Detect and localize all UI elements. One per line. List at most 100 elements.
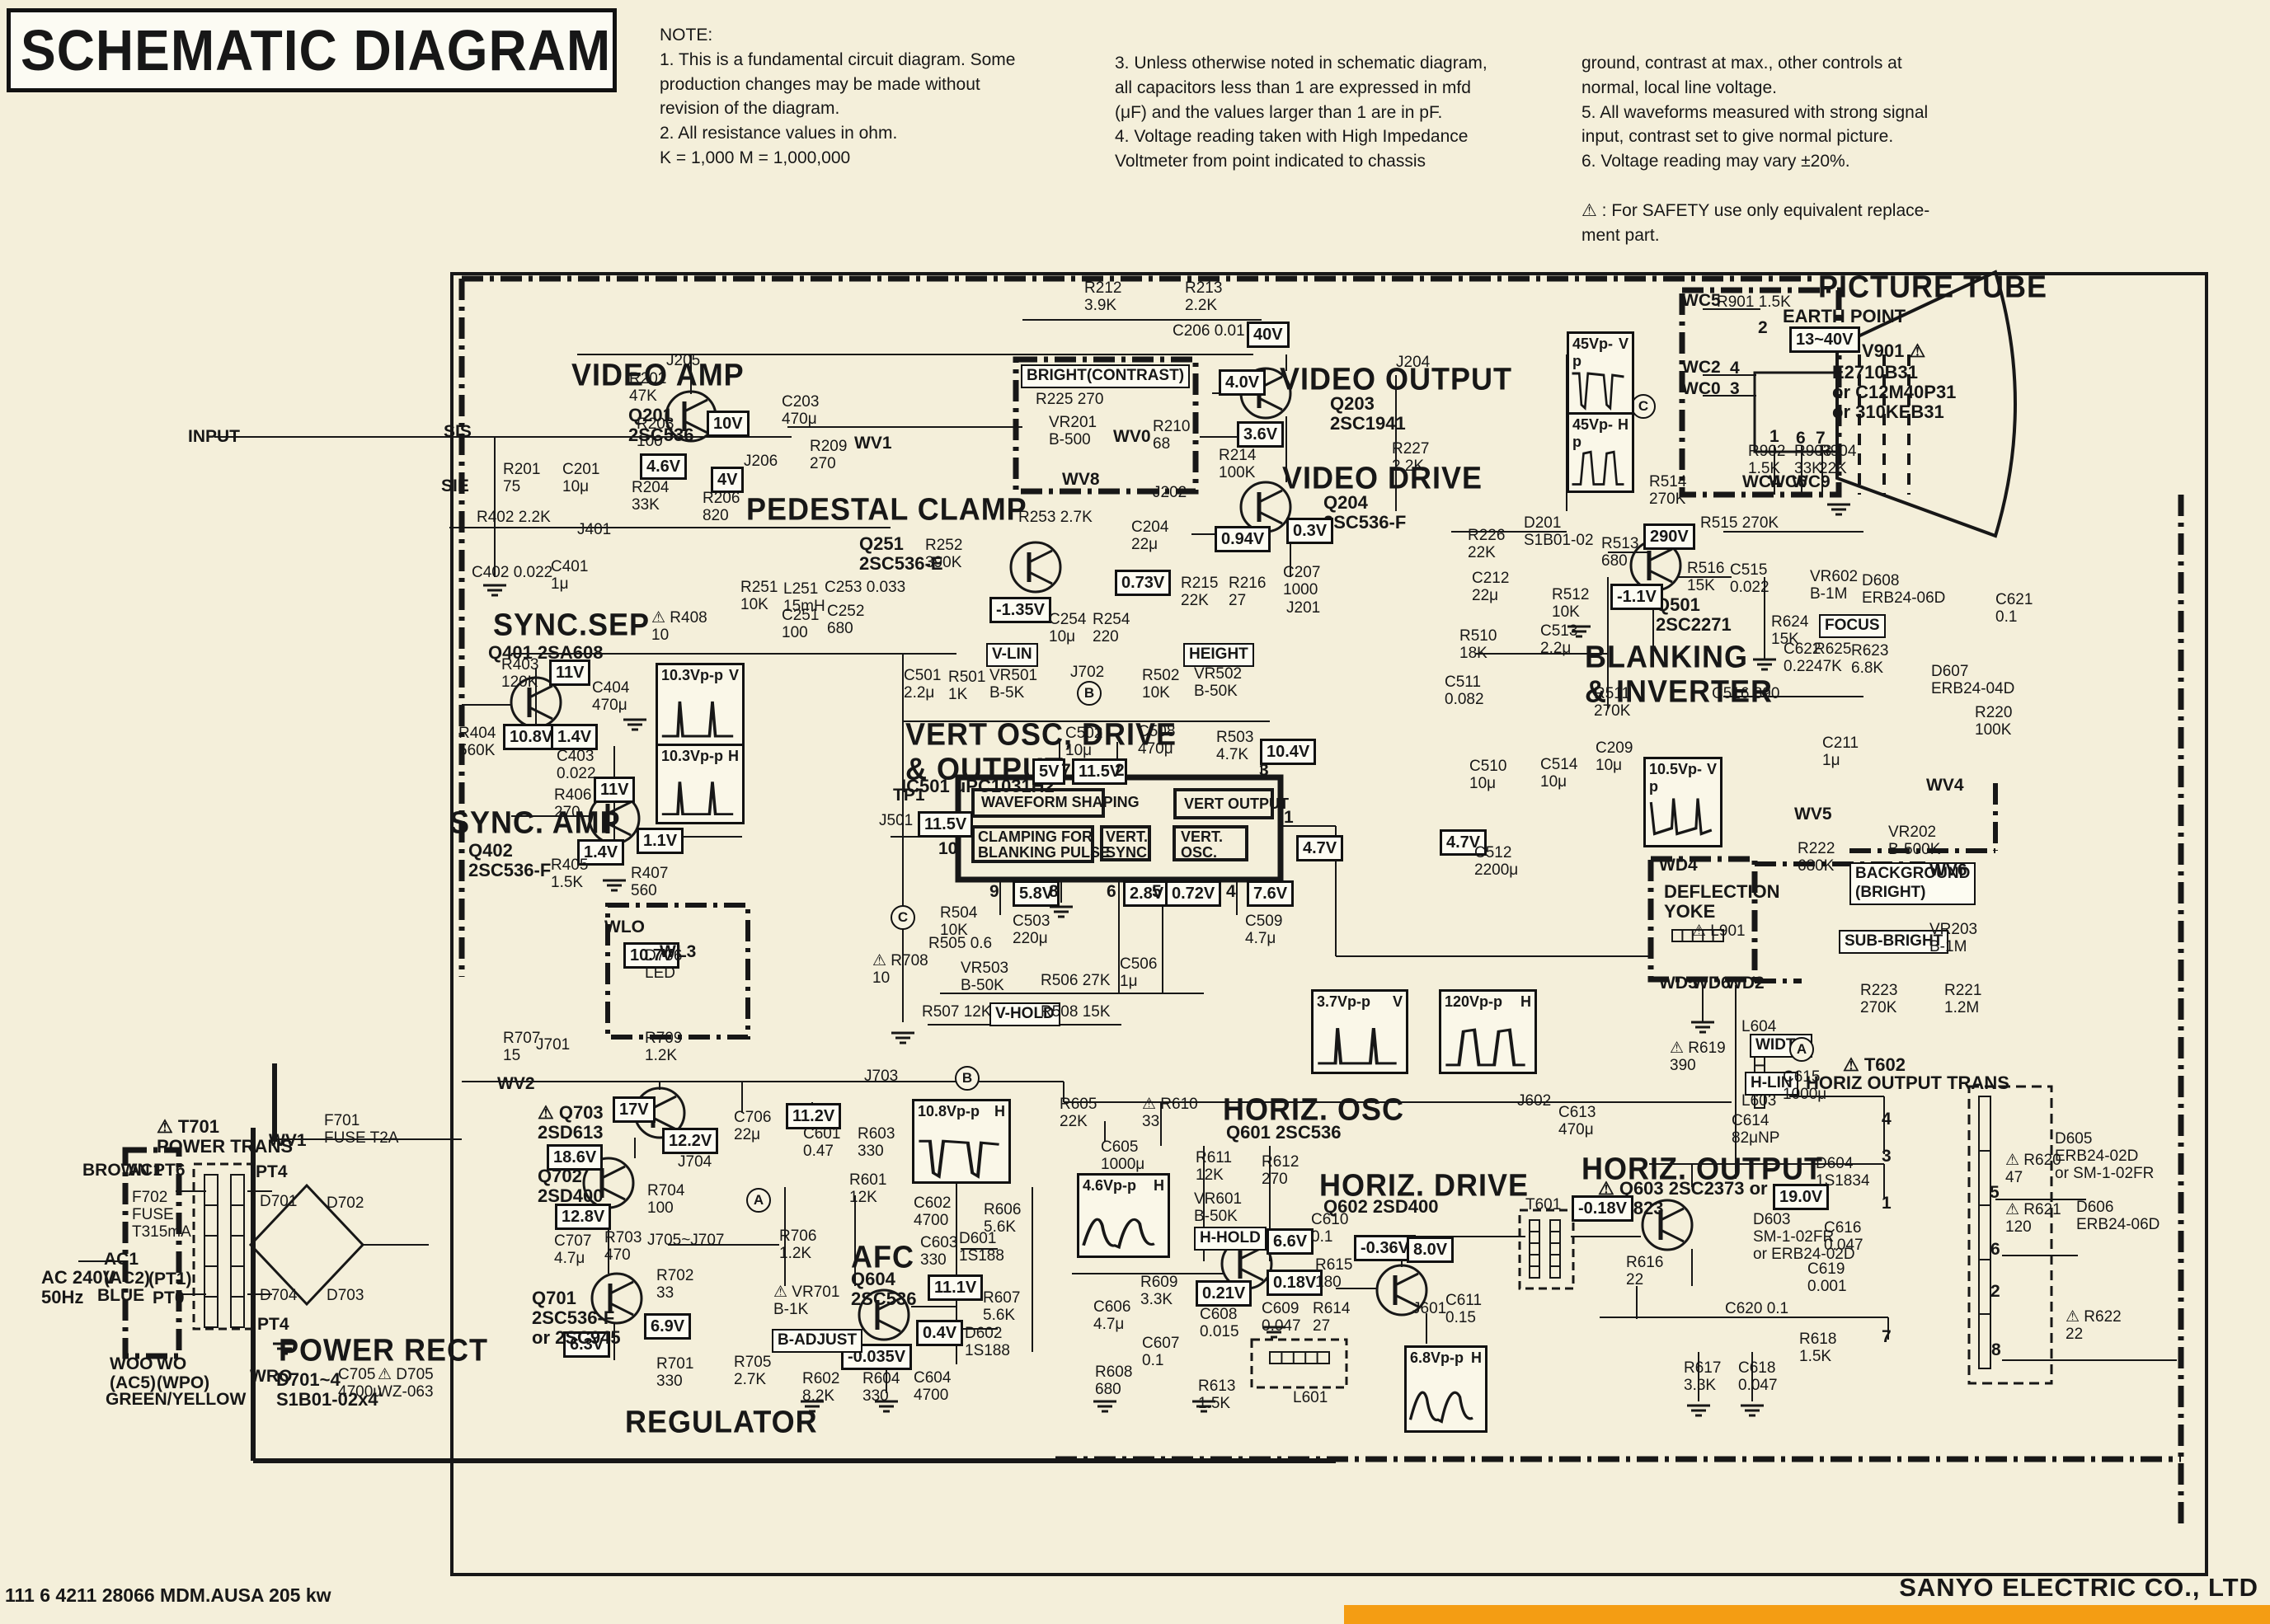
label-sub: Q702 2SD400 [538, 1166, 604, 1207]
waveform-trace [1572, 372, 1624, 411]
label-icb: CLAMPING FOR BLANKING PULSE [978, 828, 1111, 861]
label-conn: SIS [444, 422, 472, 441]
label-lbl: D607 ERB24-04D [1931, 663, 2015, 697]
label-pin: 3 [1730, 379, 1740, 398]
label-lbl: C201 10μ [562, 461, 600, 495]
label-vbox: 0.73V [1115, 570, 1172, 596]
label-lbl: R221 1.2M [1944, 982, 1982, 1016]
label-lbl: R515 270K [1700, 514, 1779, 532]
label-pin: 7 [1816, 429, 1826, 448]
note-column-1: NOTE: 1. This is a fundamental circuit d… [660, 26, 1016, 168]
label-lbl: C619 0.001 [1807, 1260, 1847, 1295]
label-vbox: 0.3V [1286, 518, 1334, 544]
label-lbl: C501 2.2μ [904, 667, 942, 702]
label-lbl: C608 0.015 [1200, 1306, 1239, 1340]
label-lbl: C607 0.1 [1142, 1335, 1180, 1369]
waveform-scan-letter: H [994, 1103, 1005, 1119]
label-lbl: R251 10K [740, 579, 778, 613]
label-lbl: VR601 B-50K [1194, 1190, 1243, 1225]
label-lbl: D601 1S188 [959, 1230, 1004, 1265]
label-vbox: 8.0V [1407, 1237, 1455, 1263]
label-sub: Q604 2SC536 [851, 1269, 917, 1310]
label-lbl: D605 ERB24-02D or SM-1-02FR [2055, 1130, 2155, 1182]
label-vbox: 6.6V [1267, 1228, 1314, 1255]
label-lbl: J703 [864, 1068, 899, 1085]
label-lbl: C605 1000μ [1101, 1138, 1145, 1173]
label-pin: 3 [1259, 761, 1269, 780]
label-lbl: C618 0.047 [1738, 1359, 1778, 1394]
label-lbl: R226 22K [1468, 527, 1506, 561]
label-lbl: C614 82μNP [1732, 1112, 1780, 1147]
label-lbl: R704 100 [647, 1182, 685, 1217]
label-pin: 2 [1758, 318, 1768, 337]
label-sub: Q501 2SC2271 [1656, 594, 1732, 636]
label-sub: Q401 2SA608 [488, 642, 604, 663]
label-sub: Q203 2SC1941 [1330, 393, 1406, 434]
label-abox: BACKGROUND (BRIGHT) [1849, 862, 1976, 905]
label-sec: SYNC. AMP [449, 804, 621, 841]
label-conn: WC0 [1682, 379, 1721, 398]
label-lbl: R213 2.2K [1185, 279, 1223, 314]
label-vbox: 11.1V [928, 1274, 984, 1301]
label-lbl: L603 [1741, 1092, 1777, 1110]
label-sub: EARTH POINT [1783, 306, 1906, 326]
waveform-scan-letter: H [1471, 1349, 1482, 1366]
label-conn: WC5 [1682, 291, 1721, 310]
label-lbl: R613 1.5K [1198, 1378, 1236, 1412]
waveform-amplitude: 10.3Vp-p [661, 667, 724, 683]
label-lbl: J206 [744, 453, 778, 470]
waveform-amplitude: 45Vp-p [1572, 336, 1614, 369]
label-sub: Q701 2SC536-F or 2SC945 [532, 1288, 621, 1349]
waveform-scan-letter: H [1618, 416, 1628, 433]
label-lbl: R607 5.6K [983, 1289, 1021, 1324]
label-lbl: J501 [879, 812, 914, 829]
label-lbl: R201 75 [503, 461, 541, 495]
label-sub: HORIZ OUTPUT TRANS [1806, 1072, 2009, 1093]
label-lbl: R407 560 [631, 865, 669, 899]
label-conn: INPUT [188, 427, 240, 446]
label-lbl: C251 100 [782, 607, 820, 641]
label-lbl: C212 22μ [1472, 570, 1510, 604]
label-lbl: R904 22K [1819, 443, 1857, 477]
label-conn: AC1 (AC2) [104, 1250, 150, 1288]
label-conn: WV1 [854, 434, 892, 453]
label-lbl: R508 15K [1041, 1003, 1111, 1021]
label-lbl: R705 2.7K [734, 1354, 772, 1388]
label-vbox: 10.4V [1260, 739, 1317, 765]
label-pin: 2 [1990, 1282, 2000, 1301]
label-conn: (PT1) [148, 1270, 192, 1288]
label-vbox: -0.36V [1354, 1235, 1416, 1261]
label-abox: BRIGHT(CONTRAST) [1021, 364, 1191, 388]
label-lbl: ⚠ VR701 B-1K [773, 1284, 840, 1318]
label-lbl: R505 0.6 [928, 935, 993, 952]
waveform-scan-letter: V [1392, 993, 1403, 1010]
waveform-amplitude: 45Vp-p [1572, 416, 1614, 450]
label-lbl: C253 0.033 [825, 579, 906, 596]
label-abox: FOCUS [1819, 614, 1886, 638]
label-lbl: J704 [678, 1153, 712, 1171]
label-lbl: L251 15mH [783, 580, 825, 615]
label-vbox: 11.5V [1072, 758, 1128, 785]
label-abox: V-LIN [986, 643, 1038, 667]
label-conn: PT0 [153, 1288, 185, 1307]
label-lbl: R605 22K [1060, 1096, 1097, 1130]
label-lbl: C620 0.1 [1725, 1300, 1789, 1317]
label-lbl: T601 [1525, 1196, 1562, 1213]
label-sub: Q402 2SC536-F [468, 840, 552, 881]
label-sub: Q204 2SC536-F [1323, 492, 1407, 533]
label-lbl: ⚠ R408 10 [651, 609, 707, 644]
label-conn: GREEN/YELLOW [106, 1390, 247, 1409]
label-lbl: R210 68 [1153, 418, 1191, 453]
label-lbl: C610 0.1 [1311, 1211, 1349, 1246]
label-lbl: J702 [1070, 664, 1105, 681]
label-lbl: R216 27 [1229, 575, 1267, 609]
label-lbl: D201 S1B01-02 [1524, 514, 1594, 549]
label-vbox: 0.4V [916, 1320, 964, 1346]
label-circ: C [891, 905, 915, 930]
label-lbl: ⚠ R621 120 [2005, 1201, 2061, 1236]
label-lbl: C204 22μ [1131, 519, 1169, 553]
label-abox: B-ADJUST [772, 1329, 863, 1353]
label-lbl: R252 390K [925, 537, 963, 571]
label-lbl: R406 270 [554, 786, 592, 821]
